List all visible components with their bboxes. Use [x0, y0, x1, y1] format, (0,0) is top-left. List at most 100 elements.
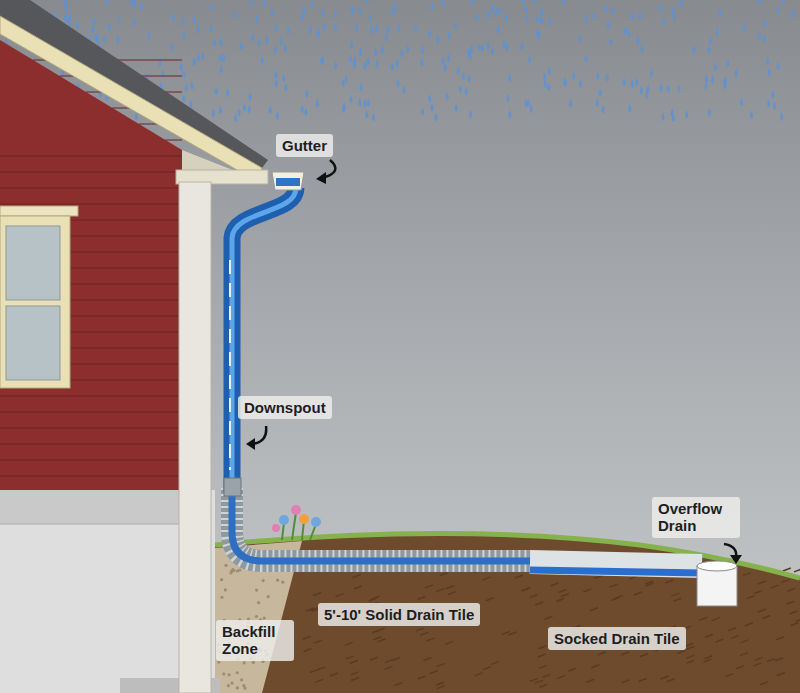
soil-grain: [483, 667, 491, 670]
raindrop: [116, 35, 119, 44]
raindrop: [305, 89, 308, 98]
raindrop: [462, 72, 465, 81]
raindrop: [487, 41, 490, 50]
soil-grain: [373, 637, 381, 640]
soil-grain: [781, 580, 789, 583]
raindrop: [257, 38, 260, 47]
raindrop: [763, 34, 766, 43]
raindrop: [534, 0, 537, 5]
soil-grain: [740, 653, 748, 656]
raindrop: [719, 8, 722, 17]
raindrop: [447, 54, 450, 63]
raindrop: [212, 109, 215, 118]
raindrop: [627, 29, 630, 38]
raindrop: [498, 6, 501, 15]
soil-grain: [445, 641, 453, 644]
soil-grain: [634, 592, 642, 595]
raindrop: [596, 99, 599, 108]
raindrop: [471, 0, 474, 5]
raindrop: [93, 17, 96, 26]
raindrop: [183, 31, 186, 40]
siding-line: [0, 172, 182, 173]
raindrop: [508, 110, 511, 119]
raindrop: [350, 41, 353, 50]
soil-grain: [346, 656, 354, 659]
soil-grain: [417, 597, 425, 600]
raindrop: [593, 12, 596, 21]
siding-line: [0, 156, 182, 157]
soil-grain: [673, 598, 681, 601]
soil-grain: [542, 674, 550, 677]
raindrop: [609, 37, 612, 46]
overflow-drain-body: [697, 566, 737, 606]
raindrop: [107, 22, 110, 31]
raindrop: [400, 48, 403, 57]
raindrop: [714, 63, 717, 72]
soil-grain: [590, 608, 598, 611]
raindrop: [547, 83, 550, 92]
callout-label: Socked Drain Tile: [548, 627, 686, 650]
raindrop: [548, 17, 551, 26]
raindrop: [353, 61, 356, 70]
siding-line: [0, 396, 182, 397]
soil-grain: [745, 623, 753, 626]
raindrop: [276, 111, 279, 120]
soil-grain: [755, 657, 763, 660]
soil-grain: [615, 595, 623, 598]
raindrop: [768, 68, 771, 77]
siding-line: [0, 204, 182, 205]
raindrop: [102, 34, 105, 43]
pebble: [230, 681, 233, 684]
raindrop: [494, 8, 497, 17]
siding-line: [0, 476, 182, 477]
soil-grain: [796, 618, 800, 621]
raindrop: [726, 59, 729, 68]
gutter: [272, 172, 304, 190]
raindrop: [709, 37, 712, 46]
water-streak: [229, 260, 231, 470]
soil-grain: [423, 658, 431, 661]
raindrop: [491, 3, 494, 12]
raindrop: [708, 108, 711, 117]
raindrop: [240, 42, 243, 51]
soil-grain: [787, 588, 795, 591]
raindrop: [538, 31, 541, 40]
raindrop: [562, 0, 565, 6]
soil-grain: [330, 673, 338, 676]
pebble: [262, 579, 265, 582]
raindrop: [215, 87, 218, 96]
soil-grain: [436, 589, 444, 592]
flower: [279, 515, 289, 525]
siding-line: [0, 444, 182, 445]
window-head: [0, 206, 78, 216]
water-flow: [232, 488, 532, 561]
raindrop: [659, 4, 662, 13]
pebble: [236, 671, 239, 674]
raindrop: [715, 27, 718, 36]
raindrop: [636, 36, 639, 45]
raindrop: [219, 106, 222, 115]
soil-grain: [598, 652, 606, 655]
soil-grain: [440, 573, 448, 576]
raindrop: [375, 24, 378, 33]
soil-grain: [394, 683, 402, 686]
raindrop: [360, 83, 363, 92]
raindrop: [604, 4, 607, 13]
raindrop: [350, 95, 353, 104]
soil-grain: [622, 680, 630, 683]
soil-grain: [310, 608, 318, 611]
raindrop: [692, 45, 695, 54]
raindrop: [243, 103, 246, 112]
raindrop: [180, 63, 183, 72]
raindrop: [544, 80, 547, 89]
raindrop: [505, 13, 508, 22]
solid-drain-tile: [232, 488, 532, 561]
raindrop: [381, 45, 384, 54]
pebble: [217, 660, 220, 663]
raindrop: [459, 85, 462, 94]
soil-grain: [776, 637, 784, 640]
raindrop: [624, 26, 627, 35]
raindrop: [370, 26, 373, 35]
raindrop: [248, 105, 251, 114]
